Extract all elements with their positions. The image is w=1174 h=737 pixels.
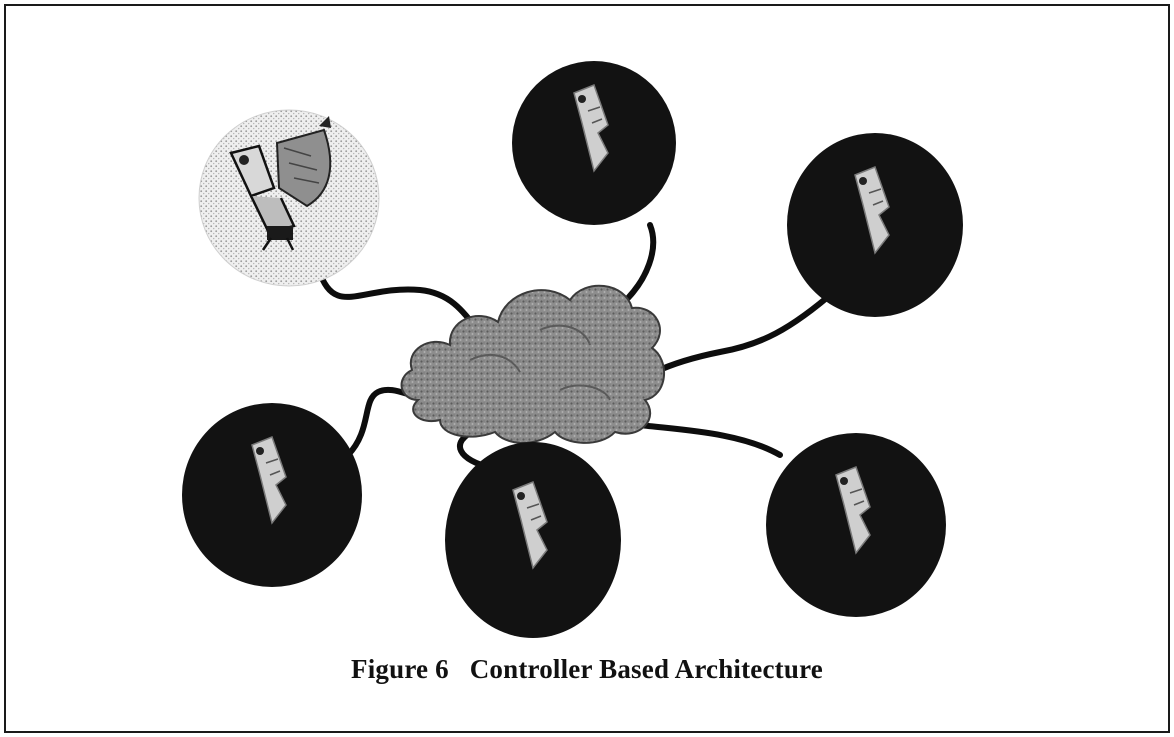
access-point-icon <box>512 481 548 570</box>
access-point-icon <box>854 166 890 255</box>
link-ap-lower-right <box>637 422 783 458</box>
access-point-node <box>182 403 362 587</box>
access-point-node <box>512 61 676 225</box>
access-point-icon <box>251 436 287 525</box>
access-point-icon <box>573 84 609 173</box>
link-ap-left <box>345 386 418 458</box>
network-cloud <box>400 284 666 444</box>
access-point-icon <box>835 466 871 555</box>
link-ap-top <box>625 222 657 301</box>
link-ap-upper-right <box>652 287 839 375</box>
controller-icon <box>229 116 332 251</box>
figure-caption: Figure 6 Controller Based Architecture <box>351 654 823 684</box>
access-point-node <box>445 442 621 638</box>
controller-node <box>198 109 380 287</box>
access-point-node <box>787 133 963 317</box>
access-point-node <box>766 433 946 617</box>
